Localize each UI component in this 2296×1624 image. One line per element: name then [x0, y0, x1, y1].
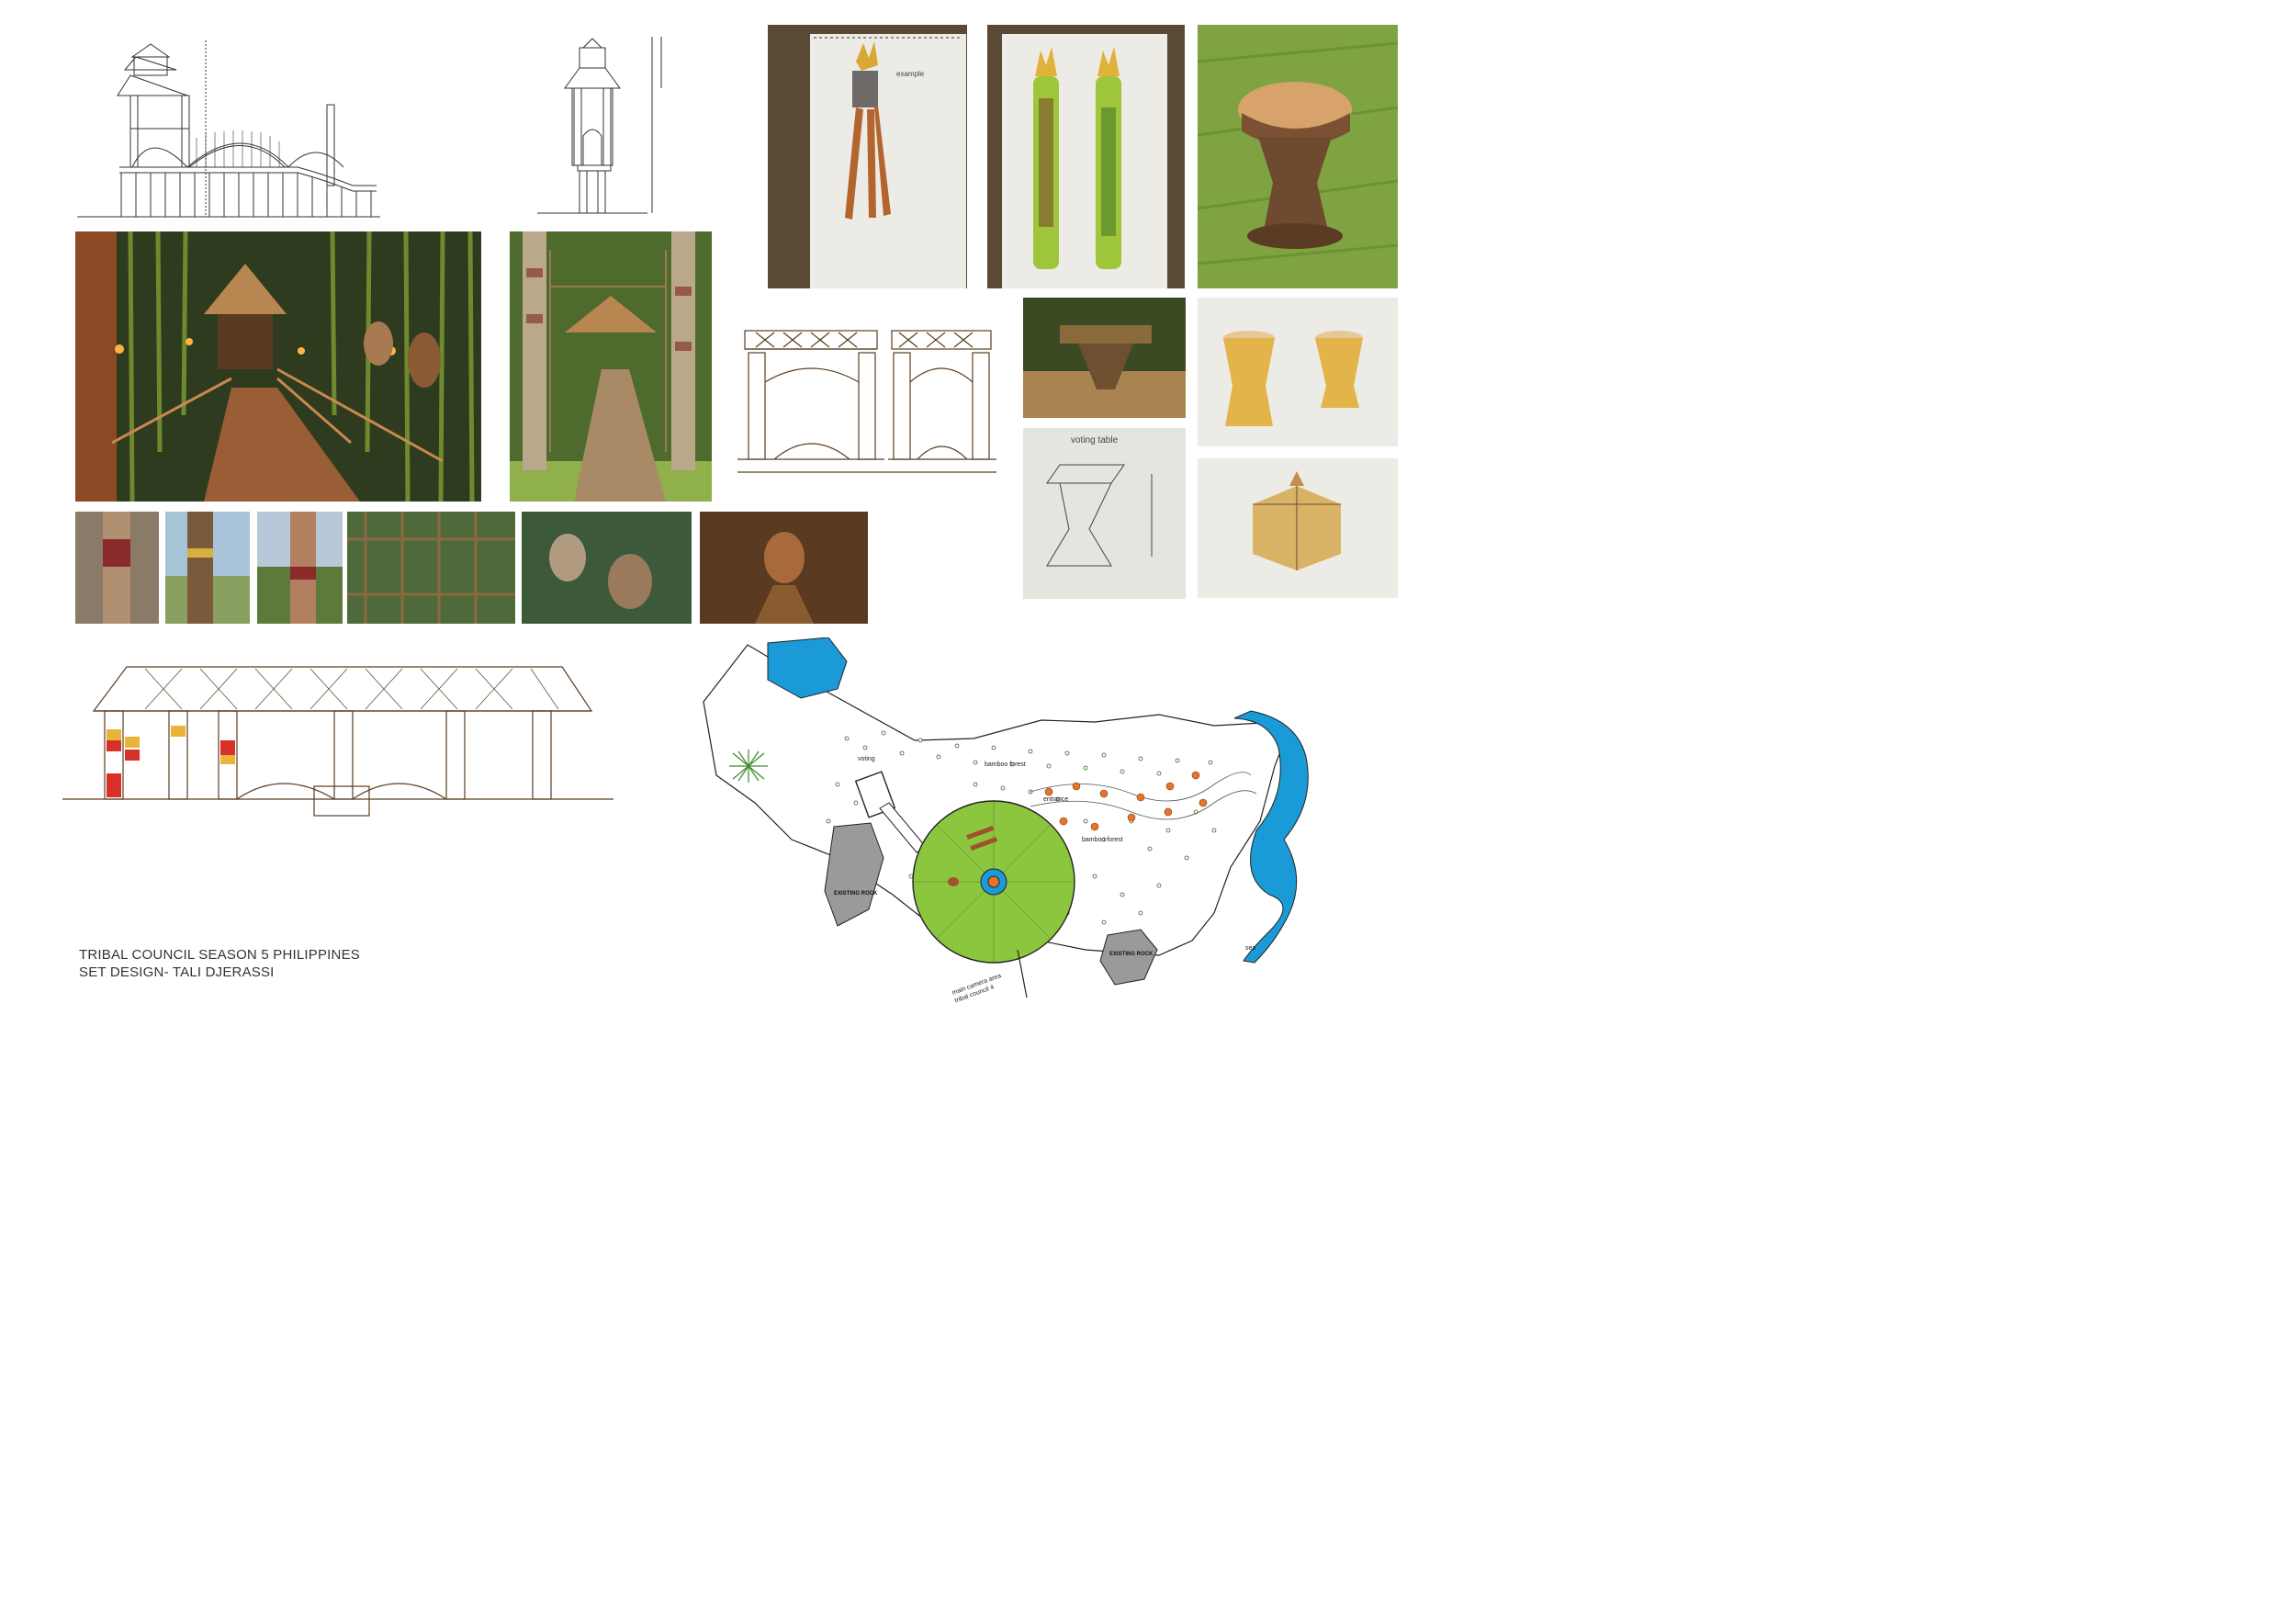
torch-sketch-photo: example: [768, 25, 967, 288]
river: [1233, 710, 1309, 964]
voting-table-label: voting table: [1071, 435, 1119, 445]
svg-text:EXISTING ROCK: EXISTING ROCK: [1109, 952, 1154, 957]
bamboo-bridge-night-photo: [75, 231, 481, 502]
drum-sketch-photo: [1198, 298, 1398, 446]
gate-front-elevation-drawing: [537, 33, 670, 217]
sea-label: sea: [1245, 945, 1255, 952]
caption-title: TRIBAL COUNCIL SEASON 5 PHILIPPINES: [79, 947, 360, 963]
svg-text:example: example: [896, 70, 925, 78]
caption-credit: SET DESIGN- TALI DJERASSI: [79, 964, 275, 980]
bamboo-forest-label-right: bamboo forest: [1082, 837, 1123, 843]
night-mask-photo: [700, 512, 868, 624]
existing-rock-left: [824, 822, 884, 927]
voting-table-sketch-photo: voting table: [1023, 428, 1186, 599]
box-sketch-photo: [1198, 458, 1398, 598]
bamboo-totem-sketch-photo: [987, 25, 1185, 288]
existing-rock-right: [1099, 929, 1158, 986]
entrance-label: entrance: [1043, 796, 1068, 803]
credits-caption: TRIBAL COUNCIL SEASON 5 PHILIPPINES SET …: [79, 946, 360, 981]
tree-symbol: [729, 750, 768, 783]
gate-elevations-drawing: [737, 327, 996, 479]
masks-photo: [522, 512, 692, 624]
site-plan-drawing: sea: [700, 637, 1407, 1009]
voting-label: voting: [858, 756, 875, 762]
lake: [767, 637, 848, 699]
bamboo-table-photo: [1023, 298, 1186, 418]
totem-photo-1: [75, 512, 159, 624]
totem-photo-3: [257, 512, 343, 624]
svg-text:EXISTING ROCK: EXISTING ROCK: [834, 891, 878, 897]
torch-markers: [1044, 771, 1208, 831]
gate-bridge-elevation-drawing: [77, 37, 380, 220]
bamboo-gate-day-photo: [510, 231, 712, 502]
bamboo-forest-label-top: bamboo forest: [985, 761, 1026, 768]
drum-stool-photo: [1198, 25, 1398, 288]
long-pavilion-elevation-drawing: [62, 658, 613, 819]
bamboo-fence-photo: [347, 512, 515, 624]
totem-photo-2: [165, 512, 250, 624]
